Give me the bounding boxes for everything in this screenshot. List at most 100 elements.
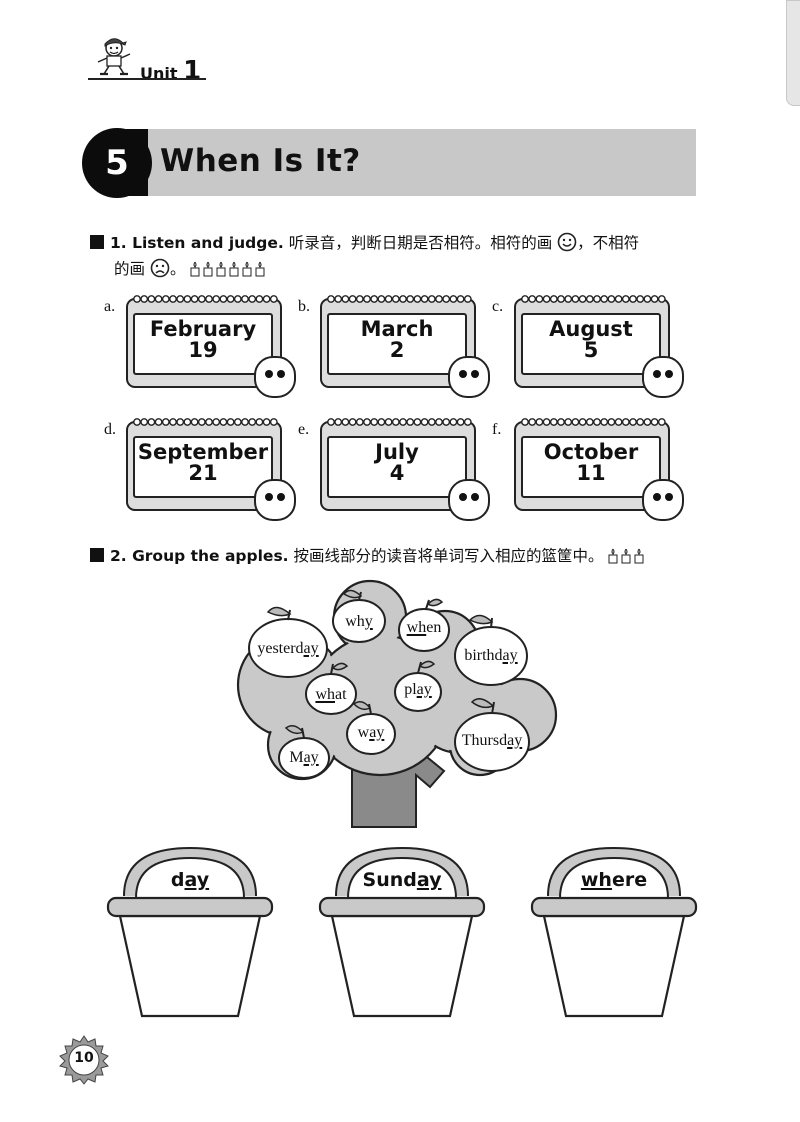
calendar-ring: [571, 418, 580, 426]
calendar-ring: [449, 418, 458, 426]
calendar-ring: [154, 418, 163, 426]
calendar-ring: [593, 295, 601, 303]
calendar-month: July: [375, 440, 419, 464]
calendar-day: 5: [583, 338, 599, 362]
apple-word: birthday: [464, 647, 518, 664]
apple-word: yesterday: [257, 640, 319, 657]
calendar-month: September: [137, 440, 269, 464]
calendar-ring: [241, 295, 249, 303]
calendar-ring: [133, 295, 141, 303]
calendar-ring: [341, 295, 350, 303]
calendar-ring: [190, 418, 199, 426]
title-bar: [148, 129, 696, 196]
calendar-ring: [176, 295, 185, 303]
calendar-ring: [650, 295, 659, 303]
basket-label: Sunday: [362, 869, 442, 891]
calendar-ring: [528, 418, 537, 426]
calendar-ring: [463, 295, 472, 303]
lesson-number: 5: [82, 128, 152, 198]
calendar-ring: [205, 418, 213, 426]
calendar-ring: [549, 295, 558, 303]
basket[interactable]: [530, 846, 698, 1020]
calendar-ring: [241, 418, 249, 426]
apple[interactable]: [276, 724, 332, 780]
calendar-ring: [355, 295, 364, 303]
calendar-letter: a.: [104, 298, 116, 315]
difficulty-candles-icon: [190, 261, 265, 277]
calendar-ring: [363, 418, 371, 426]
blank-face-icon[interactable]: [642, 356, 684, 398]
calendar-ring: [219, 418, 228, 426]
task2-label: 2. Group the apples.: [110, 547, 289, 565]
calendar-ring: [176, 418, 185, 426]
calendar-day: 4: [389, 461, 405, 485]
calendar-ring: [614, 418, 623, 426]
calendar-ring: [406, 418, 415, 426]
basket[interactable]: [318, 846, 486, 1020]
calendar-month: March: [360, 317, 434, 341]
calendar-ring: [391, 295, 400, 303]
calendar-day: 11: [576, 461, 606, 485]
calendar-ring: [643, 295, 652, 303]
calendar-ring: [614, 295, 623, 303]
calendar-ring: [248, 418, 257, 426]
calendar-ring: [197, 418, 206, 426]
calendar-ring: [262, 418, 271, 426]
blank-face-icon[interactable]: [642, 479, 684, 521]
calendar-ring: [183, 418, 192, 426]
square-bullet-icon: [90, 235, 104, 249]
calendar-ring: [521, 418, 529, 426]
blank-face-icon[interactable]: [448, 356, 490, 398]
calendar-ring: [629, 295, 637, 303]
apple[interactable]: [344, 700, 398, 756]
calendar-ring: [161, 418, 170, 426]
calendar-day: 2: [389, 338, 405, 362]
calendar-ring: [363, 295, 371, 303]
blank-face-icon[interactable]: [254, 356, 296, 398]
calendar-month: February: [149, 317, 257, 341]
apple[interactable]: [330, 588, 388, 644]
apple[interactable]: [452, 612, 530, 688]
apple[interactable]: [246, 602, 330, 680]
calendar-ring: [399, 295, 407, 303]
calendar-ring: [147, 295, 156, 303]
calendar-ring: [528, 295, 537, 303]
calendar-ring: [197, 295, 206, 303]
calendar-ring: [377, 295, 386, 303]
calendar-ring: [255, 295, 264, 303]
apple[interactable]: [303, 660, 359, 716]
calendar-ring: [183, 295, 192, 303]
calendar-ring: [384, 418, 393, 426]
blank-face-icon[interactable]: [448, 479, 490, 521]
calendar-ring: [334, 418, 343, 426]
blank-face-icon[interactable]: [254, 479, 296, 521]
calendar-ring: [219, 295, 228, 303]
page-number: 10: [74, 1050, 94, 1066]
basket[interactable]: [106, 846, 274, 1020]
apple[interactable]: [396, 594, 452, 654]
calendar-ring: [657, 418, 666, 426]
calendar-letter: f.: [492, 421, 502, 438]
calendar-day: 19: [188, 338, 218, 362]
calendar-ring: [607, 295, 616, 303]
calendar-ring: [549, 418, 558, 426]
calendar-ring: [542, 295, 551, 303]
calendar-letter: b.: [298, 298, 310, 315]
apple-word: why: [345, 613, 373, 630]
apple-word: Thursday: [461, 732, 523, 749]
calendar-day: 21: [188, 461, 218, 485]
calendar-ring: [154, 295, 163, 303]
calendar-ring: [190, 295, 199, 303]
calendar-ring: [607, 418, 616, 426]
apple-word: play: [404, 681, 432, 698]
calendar-ring: [370, 418, 379, 426]
sad-face-icon: [150, 258, 170, 278]
apple[interactable]: [392, 654, 444, 714]
calendar-ring: [578, 418, 587, 426]
calendar-ring: [226, 418, 235, 426]
calendar-ring: [212, 295, 221, 303]
calendar-ring: [578, 295, 587, 303]
apple[interactable]: [452, 694, 532, 774]
calendar-rings: [327, 418, 472, 426]
